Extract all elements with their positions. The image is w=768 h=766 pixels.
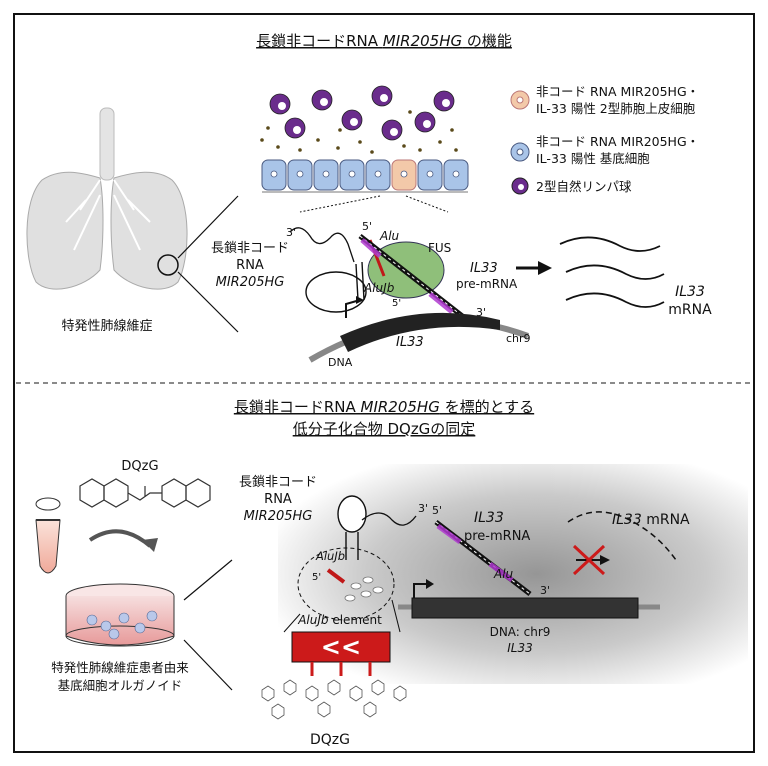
b-alu-label: Alu [493,567,514,581]
legend-basal-line2: IL-33 陽性 基底細胞 [536,151,650,166]
b-lnc-5prime: 5' [312,572,321,583]
legend: 非コード RNA MIR205HG・ IL-33 陽性 2型肺胞上皮細胞 非コー… [510,84,699,195]
organoid-dish-icon [65,583,175,647]
disease-label: 特発性肺線維症 [61,318,152,334]
pre-mrna-label-2: pre-mRNA [456,277,518,291]
alujb-label: AluJb [363,281,395,295]
legend-at2-line2: IL-33 陽性 2型肺胞上皮細胞 [536,101,696,116]
organoid-label-1: 特発性肺線維症患者由来 [51,660,189,675]
pre-5prime: 5' [362,220,372,233]
organoid-label-2: 基底細胞オルガノイド [58,678,183,693]
lung-illustration [26,107,188,290]
bottom-title-2: 低分子化合物 DQzGの同定 [293,420,476,438]
b-lnc-loop [337,495,367,533]
b-alujb-label: AluJb [315,549,345,563]
legend-basal-line1: 非コード RNA MIR205HG・ [536,134,699,149]
alujb-arrows: << [321,633,361,661]
mrna-label-1: IL33 [675,284,705,300]
lnc-3prime: 3' [286,226,296,239]
cytokine-dots [260,110,458,154]
lnc-label-2: RNA [236,258,264,273]
zoom-circle [157,254,179,276]
b-compound-label: DQzG [310,732,350,748]
pre-mrna-label-1: IL33 [470,261,498,276]
b-pre-label-1: IL33 [474,510,504,526]
il33-gene-body [340,312,500,352]
binding-site-circle [297,547,395,621]
arrow-icon [538,261,552,275]
b-pre-3prime: 3' [540,584,550,597]
alujb-element-label: AluJb element [297,613,382,627]
b-il33-gene-label: IL33 [507,641,533,655]
b-pre-5prime: 5' [432,504,442,517]
dqzg-molecules [261,679,407,720]
mrna-wave-1 [559,236,661,252]
mrna-wave-2 [565,264,665,280]
lnc-label-3: MIR205HG [216,275,285,290]
b-lnc-3prime: 3' [418,502,428,515]
alujb-element-box [291,631,391,663]
lnc-5prime: 5' [392,298,401,309]
dqzg-structure [79,478,211,508]
ilc2-cells [269,85,455,141]
top-title: 長鎖非コードRNA MIR205HG の機能 [256,32,512,50]
pre-3prime: 3' [476,306,486,319]
mrna-label-2: mRNA [668,302,712,318]
il33-gene-label: IL33 [396,335,424,350]
block-x-icon [572,544,606,576]
chr9-label: chr9 [506,332,531,345]
compound-label: DQzG [121,459,158,474]
lnc-rna-tail [289,227,355,263]
mrna-wave-3 [565,292,665,308]
b-pre-label-2: pre-mRNA [464,529,530,544]
bottom-title-1: 長鎖非コードRNA MIR205HG を標的とする [234,398,534,416]
b-lnc-label-3: MIR205HG [244,509,313,524]
b-gene-box [411,597,639,619]
dna-label: DNA [328,356,353,369]
b-lnc-label-1: 長鎖非コード [239,474,317,490]
tube-icon [35,497,61,574]
b-alujb-red [326,568,346,584]
b-lnc-label-2: RNA [264,492,292,507]
fus-label: FUS [428,241,451,255]
alu-label: Alu [379,229,400,243]
legend-ilc2-label: 2型自然リンパ球 [536,179,632,194]
b-mrna-label: IL33 mRNA [612,512,690,528]
lnc-label-1: 長鎖非コード [211,240,289,256]
b-dna-chr-label: DNA: chr9 [490,625,551,639]
legend-at2-line1: 非コード RNA MIR205HG・ [536,84,699,99]
b-lnc-tail [361,512,417,526]
